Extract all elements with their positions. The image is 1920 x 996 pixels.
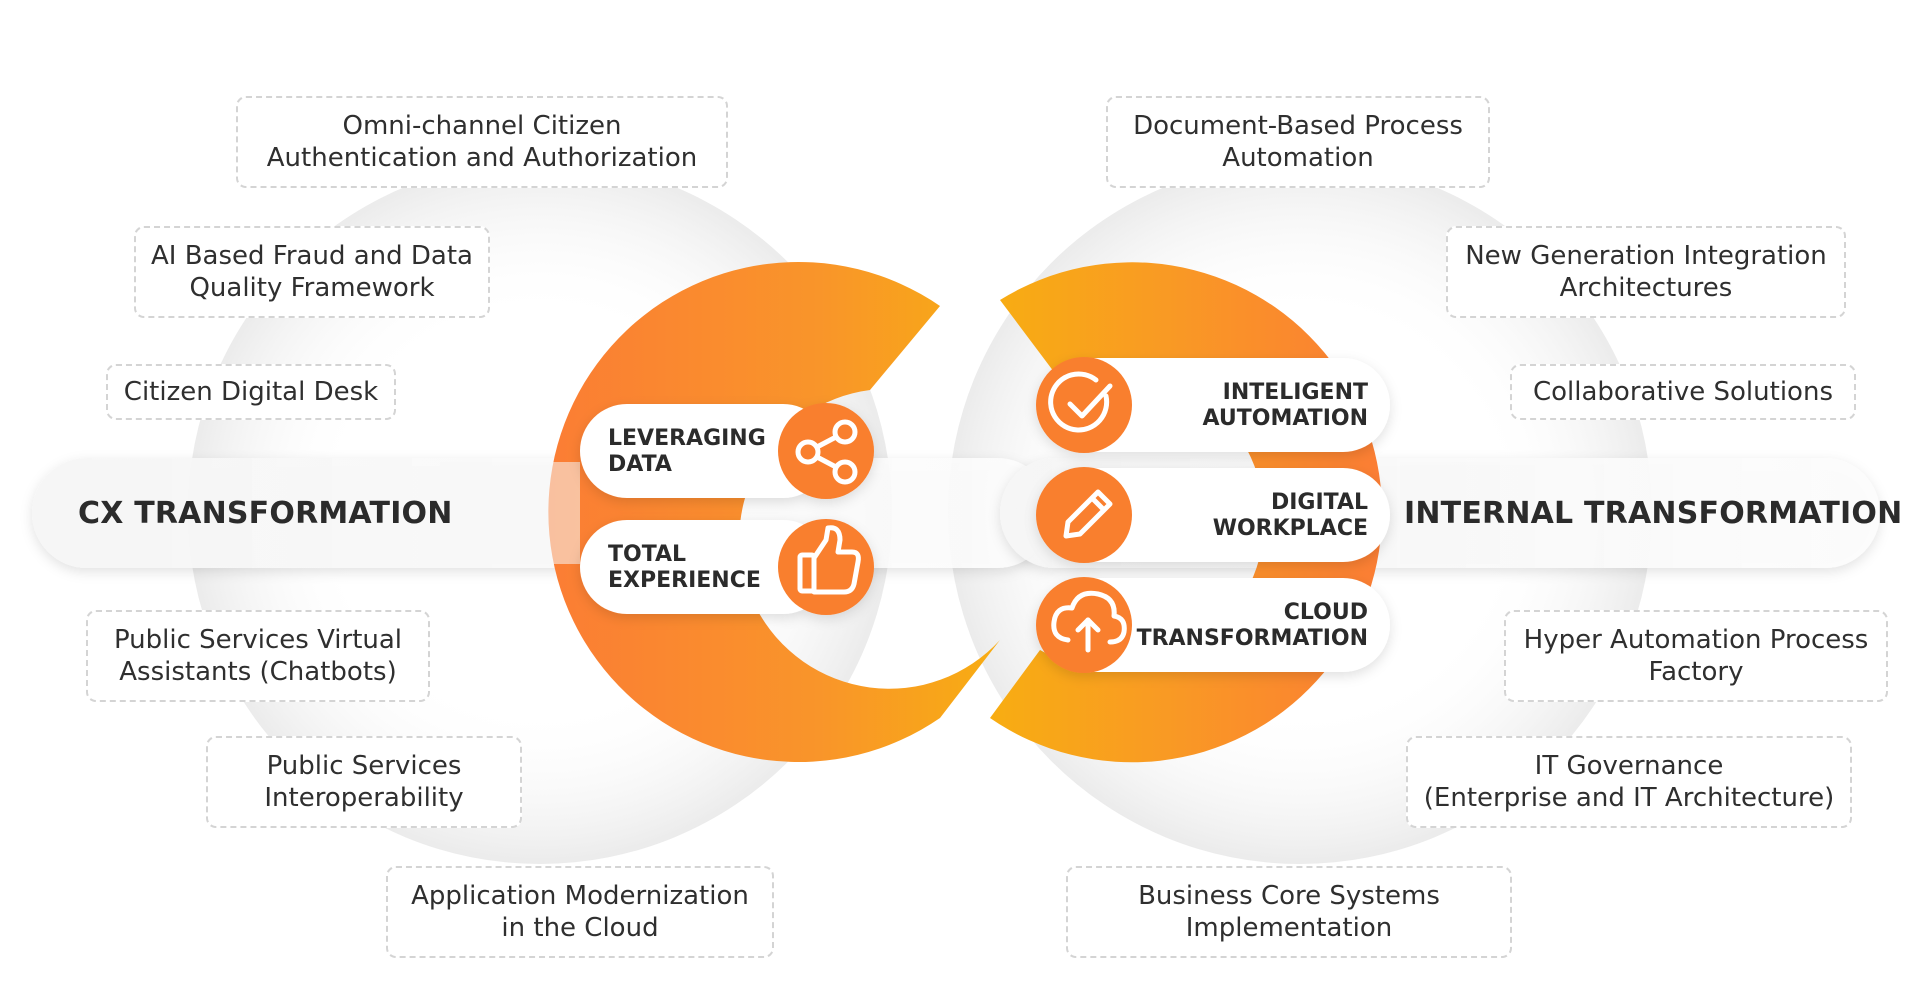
card-citizen-digital-desk: Citizen Digital Desk	[106, 364, 396, 420]
right-band-overlay	[1400, 462, 1500, 564]
card-virtual-assistants: Public Services Virtual Assistants (Chat…	[86, 610, 430, 702]
thumbs-up-icon	[797, 525, 861, 595]
check-circle-icon	[1048, 371, 1113, 433]
internal-transformation-label: INTERNAL TRANSFORMATION	[1404, 496, 1903, 531]
pencil-icon	[1063, 489, 1113, 539]
pill-cloud-transformation: CLOUD TRANSFORMATION	[1136, 600, 1368, 651]
left-pill-1	[580, 403, 874, 499]
share-icon	[795, 419, 858, 485]
pill-leveraging-data: LEVERAGING DATA	[608, 426, 766, 477]
card-document-process: Document-Based Process Automation	[1106, 96, 1490, 188]
right-pill-2	[1036, 467, 1390, 563]
pill-total-experience: TOTAL EXPERIENCE	[608, 542, 761, 593]
cloud-upload-icon	[1051, 590, 1127, 653]
pill-intelligent-automation: INTELIGENT AUTOMATION	[1202, 380, 1368, 431]
card-integration-architectures: New Generation Integration Architectures	[1446, 226, 1846, 318]
card-ai-fraud: AI Based Fraud and Data Quality Framewor…	[134, 226, 490, 318]
card-hyper-automation: Hyper Automation Process Factory	[1504, 610, 1888, 702]
card-collaborative-solutions: Collaborative Solutions	[1510, 364, 1856, 420]
cx-transformation-label: CX TRANSFORMATION	[78, 496, 453, 531]
card-omni-channel-auth: Omni-channel Citizen Authentication and …	[236, 96, 728, 188]
card-business-core-systems: Business Core Systems Implementation	[1066, 866, 1512, 958]
card-it-governance: IT Governance (Enterprise and IT Archite…	[1406, 736, 1852, 828]
left-ring	[548, 262, 1000, 763]
card-interoperability: Public Services Interoperability	[206, 736, 522, 828]
pill-digital-workplace: DIGITAL WORKPLACE	[1212, 490, 1368, 541]
card-app-modernization: Application Modernization in the Cloud	[386, 866, 774, 958]
left-band-overlay	[440, 462, 580, 564]
